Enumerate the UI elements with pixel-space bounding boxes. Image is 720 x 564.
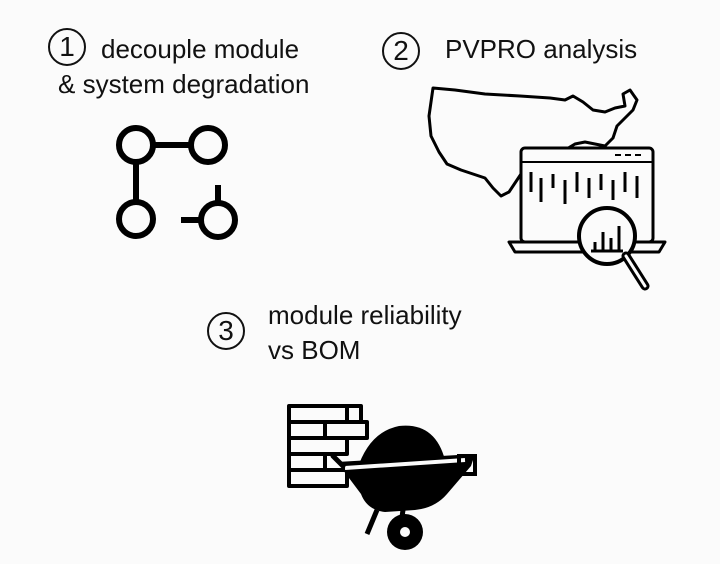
step-1-label-line1: decouple module [101, 34, 300, 64]
step-3-label-line1: module reliability [268, 300, 462, 330]
step-number-2: 2 [382, 32, 420, 70]
node-graph-icon [116, 125, 238, 240]
step-number-1-text: 1 [59, 31, 75, 62]
step-number-3-text: 3 [218, 315, 234, 346]
step-1-label-line2: & system degradation [58, 69, 310, 99]
step-number-1: 1 [48, 28, 86, 66]
bricks-wheelbarrow-icon [287, 404, 477, 550]
step-number-2-text: 2 [393, 35, 409, 66]
step-number-3: 3 [207, 312, 245, 350]
step-2-label: PVPRO analysis [445, 34, 638, 64]
us-map-laptop-analysis-icon [427, 86, 667, 291]
step-3-label-line2: vs BOM [268, 335, 361, 365]
